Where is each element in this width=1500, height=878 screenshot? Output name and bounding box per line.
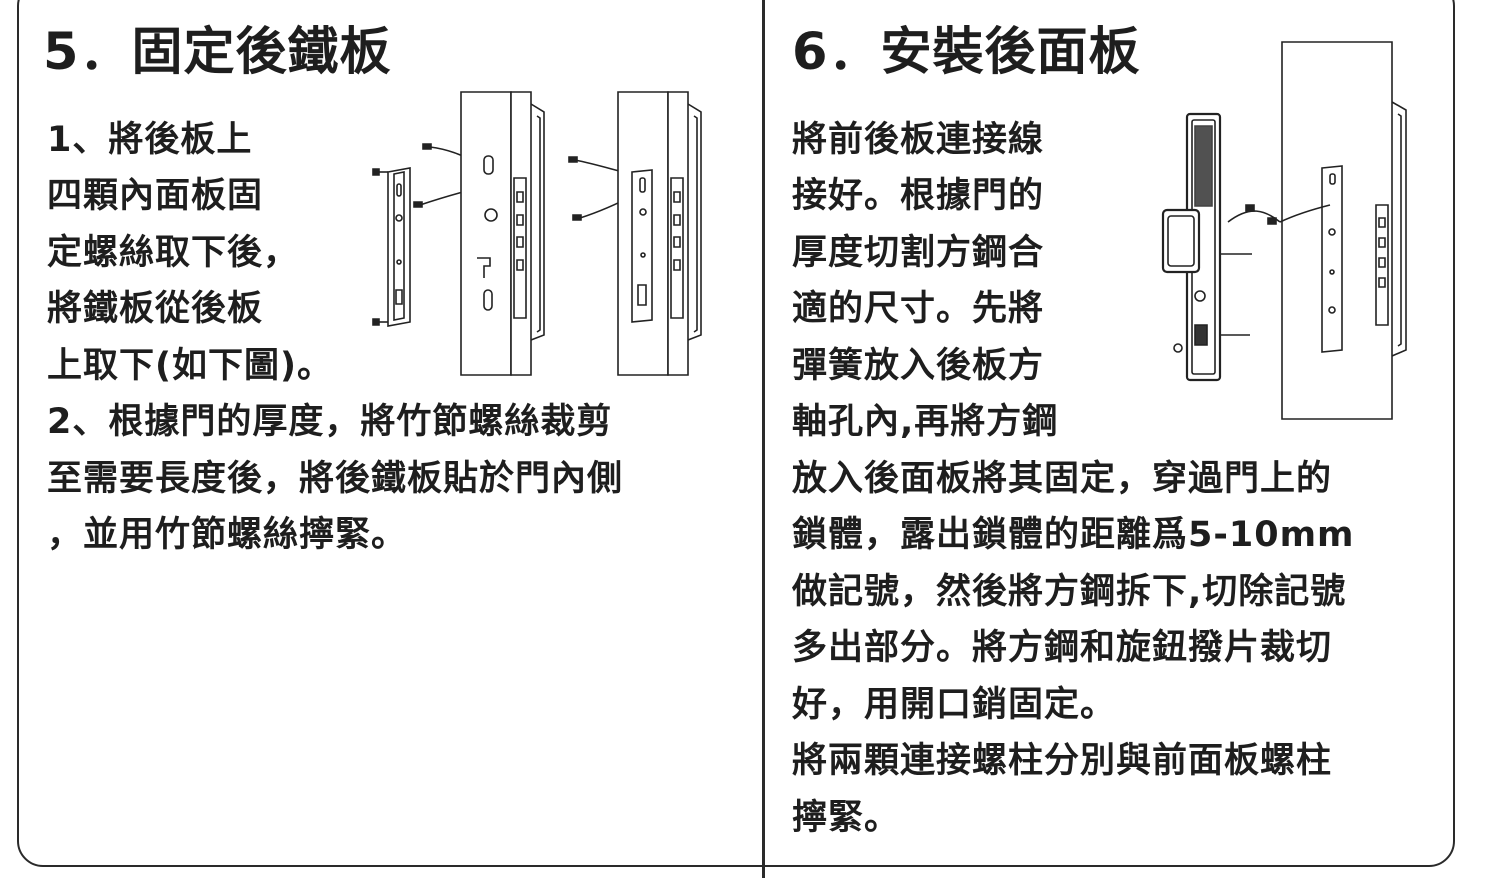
section5-line-5: 上取下(如下圖)。 (47, 346, 333, 386)
column-divider (762, 0, 765, 878)
door-2 (618, 92, 701, 375)
section6-line-12: 將兩顆連接螺柱分別與前面板螺柱 (792, 741, 1333, 781)
section6-line-8: 鎖體，露出鎖體的距離爲5-10mm (792, 515, 1355, 555)
back-panel (1163, 114, 1252, 380)
section5-line-6: 2、根據門的厚度，將竹節螺絲裁剪 (47, 402, 613, 442)
section6-line-13: 擰緊。 (792, 798, 901, 838)
door-panel (1282, 42, 1406, 419)
section6-line-6: 軸孔內,再將方鋼 (792, 402, 1059, 442)
section5-line-8: ，並用竹節螺絲擰緊。 (47, 515, 408, 555)
section6-line-2: 接好。根據門的 (792, 176, 1045, 216)
section6-title: 6．安裝後面板 (792, 23, 1141, 82)
section5-illustration (370, 88, 710, 380)
section6-illustration (1160, 38, 1420, 424)
section5-line-7: 至需要長度後，將後鐵板貼於門內側 (47, 459, 624, 499)
section6-line-4: 適的尺寸。先將 (792, 289, 1045, 329)
section5-line-4: 將鐵板從後板 (47, 289, 264, 329)
section6-line-10: 多出部分。將方鋼和旋鈕撥片裁切 (792, 628, 1333, 668)
section6-line-3: 厚度切割方鋼合 (792, 233, 1045, 273)
section5-line-3: 定螺絲取下後， (47, 233, 300, 273)
door-1 (461, 92, 544, 375)
section6-line-7: 放入後面板將其固定，穿過門上的 (792, 459, 1333, 499)
section5-line-2: 四顆內面板固 (47, 176, 264, 216)
section6-line-11: 好，用開口銷固定。 (792, 685, 1117, 725)
section5-line-1: 1、將後板上 (47, 120, 253, 160)
detached-iron-plate (373, 168, 410, 326)
section6-line-5: 彈簧放入後板方 (792, 346, 1045, 386)
panel-frame (17, 0, 1455, 867)
section6-line-9: 做記號，然後將方鋼拆下,切除記號 (792, 572, 1347, 612)
mounted-iron-plate (1322, 166, 1342, 352)
section5-title: 5．固定後鐵板 (43, 23, 392, 82)
section6-line-1: 將前後板連接線 (792, 120, 1045, 160)
panel-wires (1228, 205, 1330, 224)
